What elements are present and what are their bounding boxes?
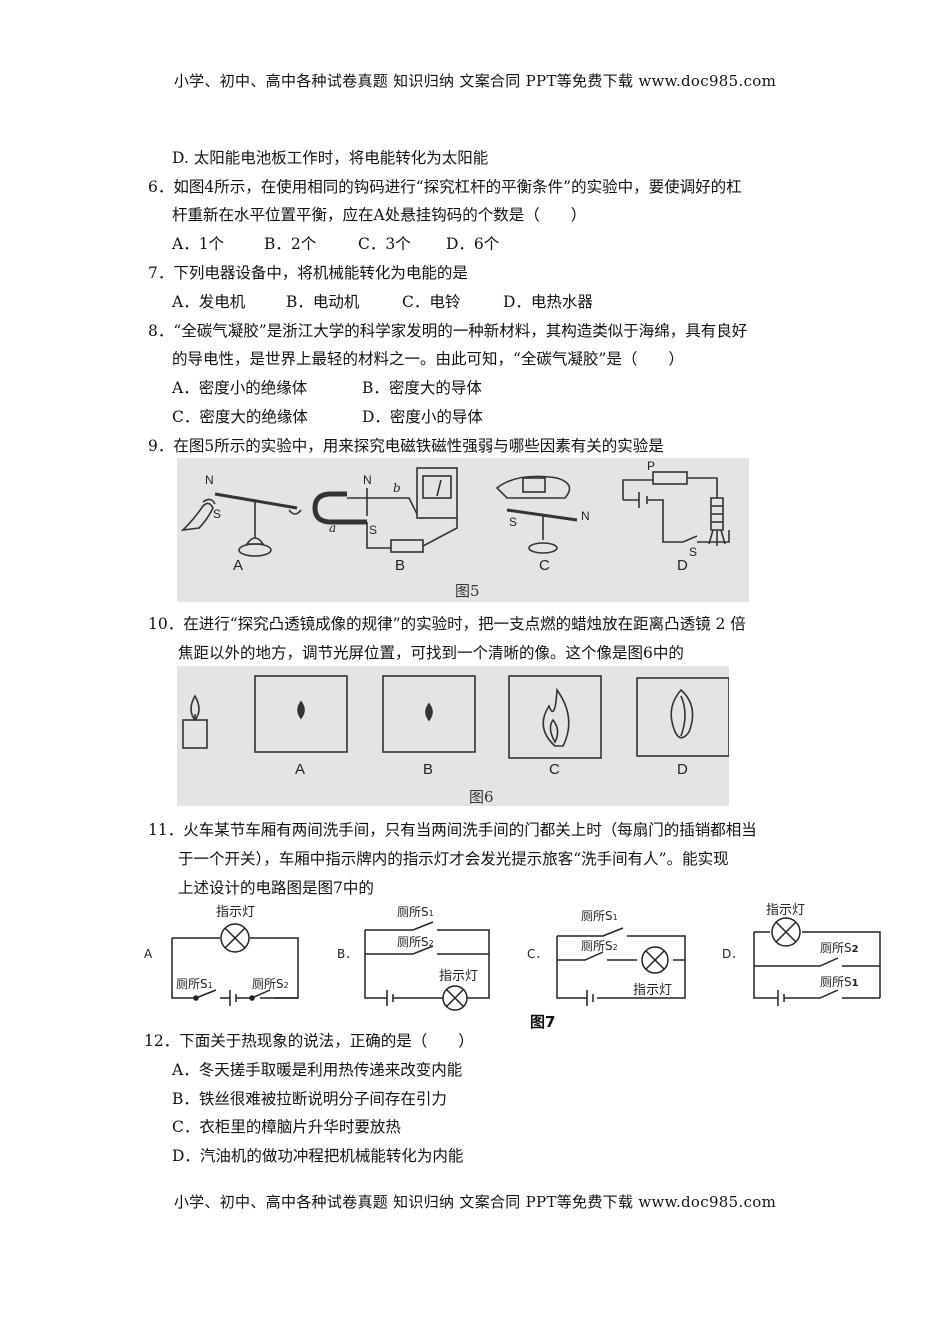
fig6-label-c: C <box>549 761 560 778</box>
q11-stem-line3: 上述设计的电路图是图7中的 <box>178 879 374 897</box>
fig7-c-s2-label: 厕所S2 <box>581 939 618 953</box>
q12-option-b: B．铁丝很难被拉断说明分子间存在引力 <box>172 1090 447 1108</box>
fig5-c-n: N <box>581 509 590 523</box>
q12-stem: 12．下面关于热现象的说法，正确的是（ ） <box>144 1032 474 1050</box>
q11-stem-line1: 11．火车某节车厢有两间洗手间，只有当两间洗手间的门都关上时（每扇门的插销都相当 <box>148 821 757 839</box>
figure-6: A B C D 图6 <box>177 666 729 806</box>
fig6-screen-c <box>508 675 602 759</box>
fig5-label-d: D <box>677 557 688 574</box>
q6-option-c: C．3个 <box>358 235 411 253</box>
fig7-d-s2-label: 厕所S2 <box>820 941 859 955</box>
fig5-label-b: B <box>395 557 405 574</box>
fig5-c-s: S <box>509 515 517 529</box>
fig7-b-s1-label: 厕所S1 <box>397 905 434 919</box>
q8-stem-line2: 的导电性，是世界上最轻的材料之一。由此可知，“全碳气凝胶”是（ ） <box>172 350 684 368</box>
fig5-d-p: P <box>647 459 655 473</box>
fig5-b-b: b <box>393 481 401 495</box>
fig5-caption: 图5 <box>455 582 480 600</box>
fig7-circuit-b: B． 厕所S1 厕所S2 指示灯 <box>335 902 500 1012</box>
fig7-a-s2-label: 厕所S2 <box>252 977 289 991</box>
fig7-caption: 图7 <box>530 1013 556 1031</box>
fig5-d-drawing <box>622 471 730 546</box>
fig5-a-drawing <box>180 492 302 557</box>
fig6-screen-a <box>254 675 348 753</box>
fig5-b-n: N <box>363 473 372 487</box>
fig7-d-lamp-label: 指示灯 <box>766 903 805 918</box>
fig7-c-lamp-label: 指示灯 <box>633 983 672 998</box>
q10-stem-line2: 焦距以外的地方，调节光屏位置，可找到一个清晰的像。这个像是图6中的 <box>178 644 684 662</box>
fig5-a-n: N <box>205 473 214 487</box>
q6-option-d: D．6个 <box>446 235 500 253</box>
q7-option-c: C．电铃 <box>402 293 461 311</box>
q12-option-a: A．冬天搓手取暖是利用热传递来改变内能 <box>172 1061 463 1079</box>
q12-option-c: C．衣柜里的樟脑片升华时要放热 <box>172 1118 401 1136</box>
q8-option-a: A．密度小的绝缘体 <box>172 379 308 397</box>
fig5-d-s: S <box>689 545 697 559</box>
q7-stem: 7．下列电器设备中，将机械能转化为电能的是 <box>148 264 468 282</box>
page-header: 小学、初中、高中各种试卷真题 知识归纳 文案合同 PPT等免费下载 www.do… <box>173 72 777 90</box>
fig5-b-a: a <box>329 521 336 535</box>
fig7-c-s1-label: 厕所S1 <box>581 909 618 923</box>
fig6-screen-b <box>382 675 476 753</box>
fig7-circuit-d: D． 指示灯 厕所S2 厕所S1 <box>720 902 900 1012</box>
q8-option-d: D．密度小的导体 <box>362 408 483 426</box>
fig7-circuit-c: C． 厕所S1 厕所S2 指示灯 <box>525 902 695 1012</box>
fig6-caption: 图6 <box>469 788 494 806</box>
q7-option-d: D．电热水器 <box>503 293 593 311</box>
fig5-label-c: C <box>539 557 550 574</box>
fig7-option-a: A <box>144 947 153 961</box>
fig7-b-lamp-label: 指示灯 <box>439 969 478 984</box>
fig7-option-b: B． <box>337 947 357 961</box>
fig7-option-c: C． <box>527 947 547 961</box>
fig5-a-s: S <box>213 507 221 521</box>
q11-stem-line2: 于一个开关），车厢中指示牌内的指示灯才会发光提示旅客“洗手间有人”。能实现 <box>178 850 729 868</box>
fig7-a-s1-label: 厕所S1 <box>176 977 213 991</box>
fig7-circuit-a: A 指示灯 厕所S1 厕所S2 <box>140 902 310 1012</box>
q9-stem: 9．在图5所示的实验中，用来探究电磁铁磁性强弱与哪些因素有关的实验是 <box>148 437 664 455</box>
page-footer: 小学、初中、高中各种试卷真题 知识归纳 文案合同 PPT等免费下载 www.do… <box>173 1193 777 1211</box>
fig7-a-lamp-label: 指示灯 <box>216 905 255 920</box>
fig7-b-s2-label: 厕所S2 <box>397 935 434 949</box>
fig7-d-s1-label: 厕所S1 <box>820 975 859 989</box>
figure-5: N S N b a S S N <box>177 458 749 602</box>
fig5-c-drawing <box>495 475 578 554</box>
fig6-label-b: B <box>423 761 433 778</box>
q8-option-b: B．密度大的导体 <box>362 379 482 397</box>
fig6-label-a: A <box>295 761 305 778</box>
q7-option-a: A．发电机 <box>172 293 246 311</box>
fig6-label-d: D <box>677 761 688 778</box>
q7-option-b: B．电动机 <box>286 293 360 311</box>
q6-option-b: B．2个 <box>264 235 317 253</box>
q10-stem-line1: 10．在进行“探究凸透镜成像的规律”的实验时，把一支点燃的蜡烛放在距离凸透镜 2… <box>148 615 746 633</box>
q8-stem-line1: 8．“全碳气凝胶”是浙江大学的科学家发明的一种新材料，其构造类似于海绵，具有良好 <box>148 322 748 340</box>
q8-option-c: C．密度大的绝缘体 <box>172 408 308 426</box>
fig5-label-a: A <box>233 557 243 574</box>
fig6-screen-d <box>636 677 729 757</box>
q12-option-d: D．汽油机的做功冲程把机械能转化为内能 <box>172 1147 464 1165</box>
fig6-candle <box>182 694 208 749</box>
fig5-b-s: S <box>369 523 377 537</box>
q6-stem-line1: 6．如图4所示，在使用相同的钩码进行“探究杠杆的平衡条件”的实验中，要使调好的杠 <box>148 178 742 196</box>
fig7-option-d: D． <box>722 947 743 961</box>
q6-stem-line2: 杆重新在水平位置平衡，应在A处悬挂钩码的个数是（ ） <box>172 206 587 224</box>
q6-option-a: A．1个 <box>172 235 225 253</box>
fig5-b-drawing <box>312 467 458 553</box>
q5-option-d: D. 太阳能电池板工作时，将电能转化为太阳能 <box>172 149 489 167</box>
